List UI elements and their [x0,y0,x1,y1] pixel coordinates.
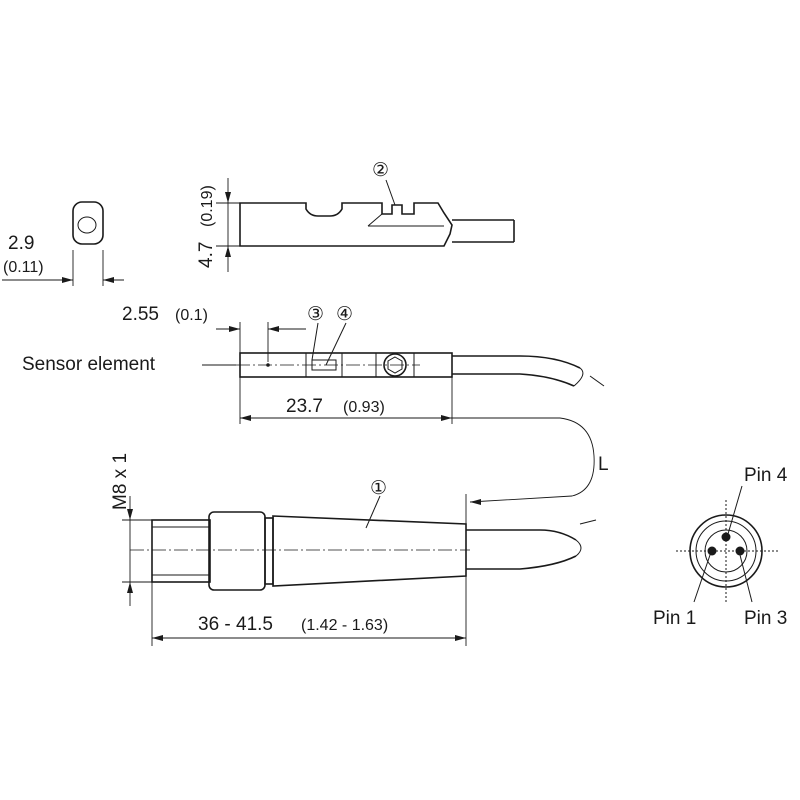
pin-4-label: Pin 4 [744,465,788,486]
callout-1: ① [370,478,387,499]
pin-1-contact [707,546,717,556]
connector-view [122,495,597,646]
dim-connector-mm: 36 - 41.5 [198,614,273,635]
cable-length-dimension [452,417,595,524]
dim-offset-in: (0.1) [175,307,208,324]
cable-length-label: L [598,454,609,475]
top-view [202,322,605,424]
dim-length-mm: 23.7 [286,396,323,417]
pin-view [676,485,778,603]
end-view [2,201,124,286]
dim-length-in: (0.93) [343,399,385,416]
pin-3-label: Pin 3 [744,608,787,629]
pin-3-contact [735,546,745,556]
side-view [216,178,515,272]
dim-height-in: (0.19) [199,185,216,227]
dim-width-in: (0.11) [3,259,44,276]
dim-width-mm: 2.9 [8,233,34,254]
callout-4: ④ [336,304,353,325]
thread-label: M8 x 1 [110,453,131,510]
dim-offset-mm: 2.55 [122,304,159,325]
dim-connector-in: (1.42 - 1.63) [301,617,388,634]
pin-1-label: Pin 1 [653,608,696,629]
callout-2: ② [372,160,389,181]
sensor-element-label: Sensor element [22,354,156,375]
callout-3: ③ [307,304,324,325]
pin-4-contact [721,532,731,542]
dim-height-mm: 4.7 [196,242,217,268]
